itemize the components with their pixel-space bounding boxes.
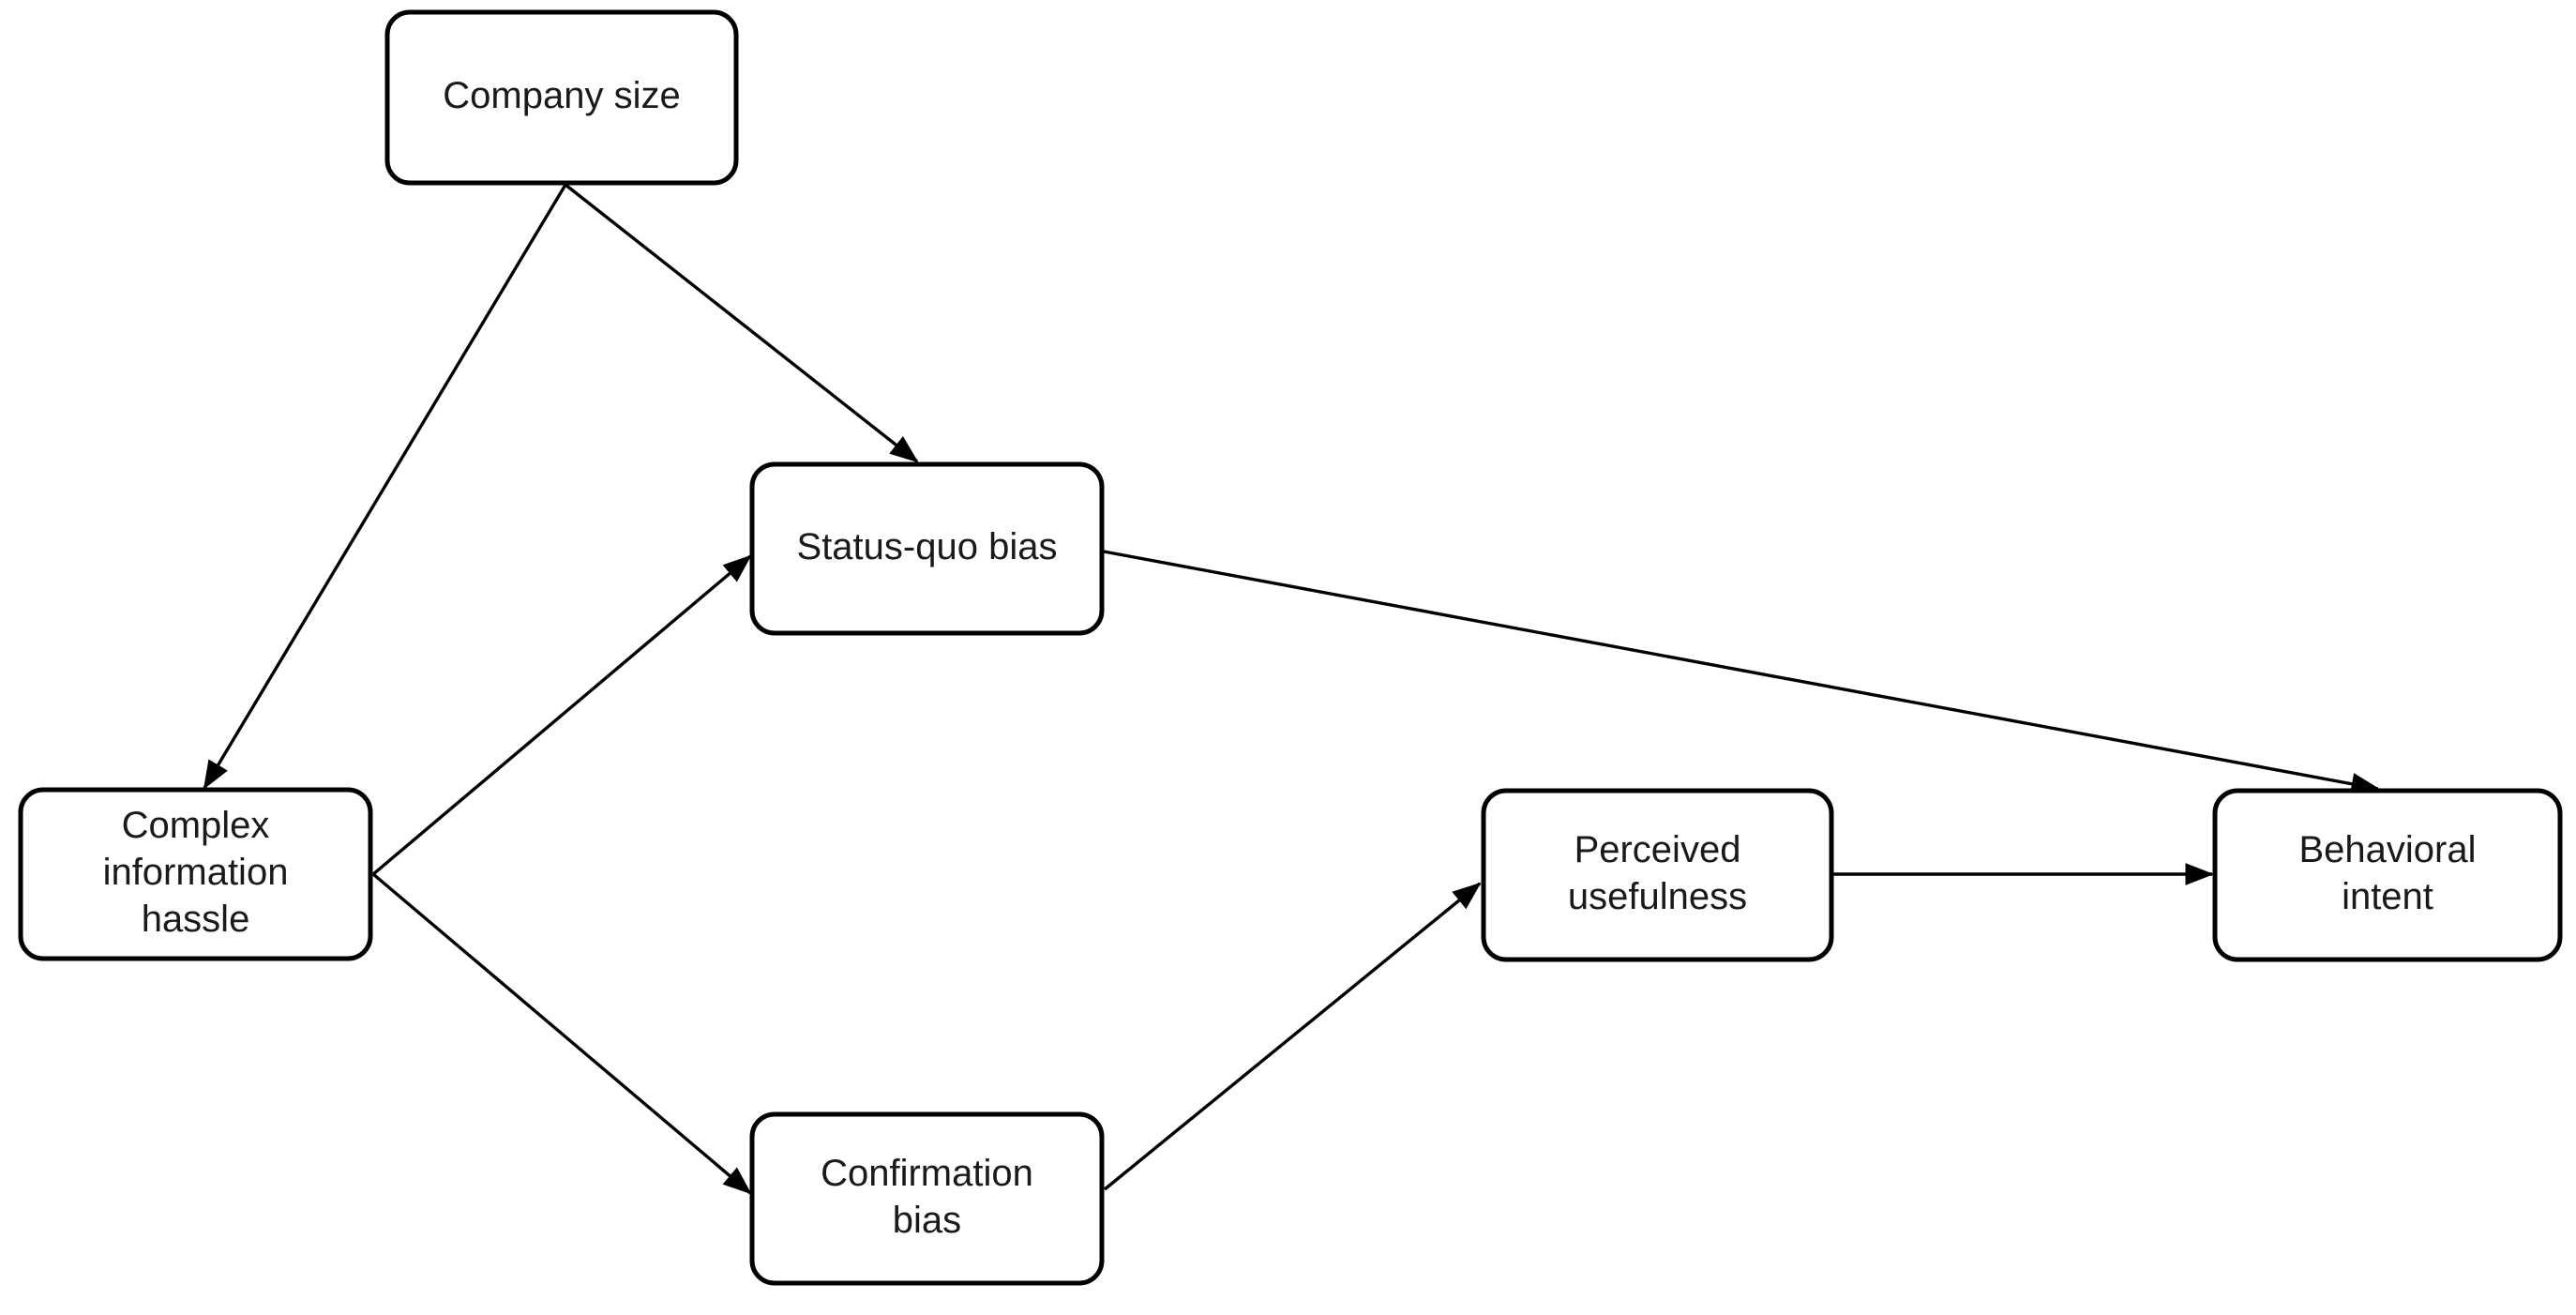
node-company-size[interactable]: Company size <box>384 9 739 186</box>
node-status-quo-bias[interactable]: Status-quo bias <box>749 461 1105 636</box>
edge-company-size-to-status-quo-bias <box>564 183 919 463</box>
node-label-behavioral-intent: Behavioral intent <box>2298 829 2476 917</box>
node-box-company-size <box>384 9 739 186</box>
node-box-behavioral-intent <box>2212 788 2563 962</box>
node-label-status-quo-bias: Status-quo bias <box>797 526 1058 567</box>
node-label-line: usefulness <box>1568 876 1747 917</box>
node-label-perceived-usefulness: Perceived usefulness <box>1568 829 1747 917</box>
edge-complex-information-hassle-to-confirmation-bias <box>371 872 752 1195</box>
node-label-line: Status-quo bias <box>797 526 1058 567</box>
node-label-confirmation-bias: Confirmation bias <box>821 1153 1033 1241</box>
node-label-line: Behavioral <box>2298 829 2476 870</box>
node-box-status-quo-bias <box>749 461 1105 636</box>
node-label-line: intent <box>2342 876 2433 917</box>
node-label-line: Perceived <box>1574 829 1741 870</box>
node-box-perceived-usefulness <box>1481 788 1834 962</box>
node-label-line: hassle <box>142 899 250 940</box>
node-perceived-usefulness[interactable]: Perceived usefulness <box>1481 788 1834 962</box>
node-label-company-size: Company size <box>443 75 680 116</box>
edge-confirmation-bias-to-perceived-usefulness <box>1103 882 1482 1191</box>
edges-layer <box>203 183 2381 1195</box>
node-behavioral-intent[interactable]: Behavioral intent <box>2212 788 2563 962</box>
node-label-line: bias <box>893 1200 961 1241</box>
node-label-line: Complex <box>122 805 270 846</box>
node-label-complex-information-hassle: Complex information hassle <box>103 805 289 940</box>
edge-complex-information-hassle-to-status-quo-bias <box>371 554 752 876</box>
node-confirmation-bias[interactable]: Confirmation bias <box>749 1111 1105 1286</box>
node-box-confirmation-bias <box>749 1111 1105 1286</box>
edge-company-size-to-complex-information-hassle <box>203 184 567 790</box>
node-label-line: Company size <box>443 75 680 116</box>
node-label-line: information <box>103 852 289 893</box>
node-complex-information-hassle[interactable]: Complex information hassle <box>18 787 373 961</box>
node-box-complex-information-hassle <box>18 787 373 961</box>
edge-status-quo-bias-to-behavioral-intent <box>1103 550 2381 795</box>
node-label-line: Confirmation <box>821 1153 1033 1194</box>
